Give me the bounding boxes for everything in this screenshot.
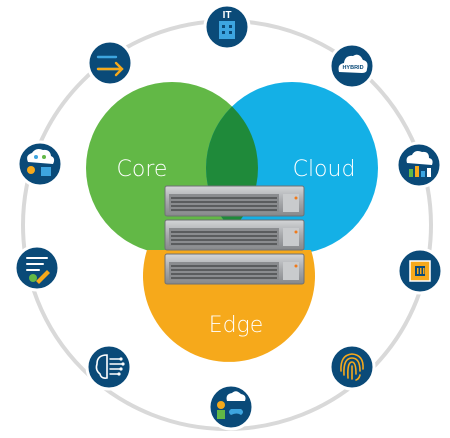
server-unit	[164, 253, 305, 285]
developer-tools-icon	[13, 244, 61, 292]
it-badge-text: IT	[223, 10, 232, 21]
server-stack-image	[164, 185, 305, 285]
fingerprint-icon	[328, 343, 376, 391]
edge-label: Edge	[209, 313, 264, 338]
cloud-collaboration-icon	[16, 140, 64, 188]
arrows-transfer-icon	[86, 39, 134, 87]
cloud-label: Cloud	[293, 157, 356, 182]
server-unit	[164, 185, 305, 217]
it-building-icon: IT	[203, 3, 251, 51]
hybrid-cloud-icon: HYBRID	[328, 42, 376, 90]
iot-devices-icon	[207, 383, 255, 431]
hybrid-badge-text: HYBRID	[342, 65, 363, 71]
cloud-analytics-icon	[395, 141, 443, 189]
processor-chip-icon	[396, 247, 444, 295]
server-unit	[164, 219, 305, 251]
brain-ai-icon	[85, 343, 133, 391]
core-label: Core	[117, 157, 168, 182]
